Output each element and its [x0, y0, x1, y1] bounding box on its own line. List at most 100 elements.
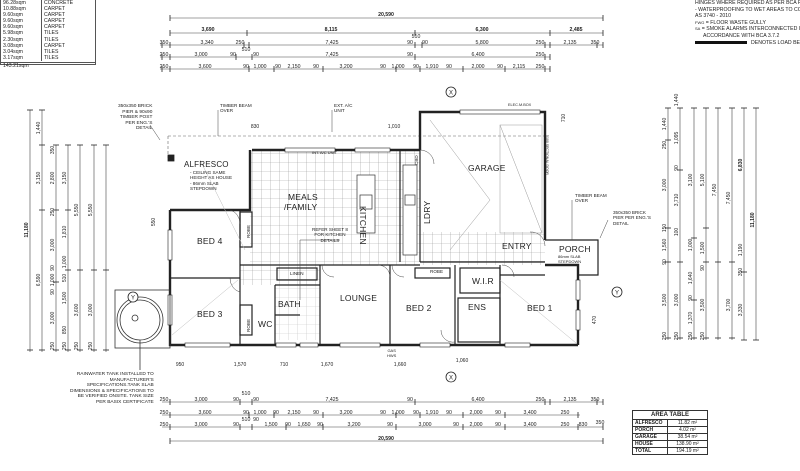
svg-text:1,000: 1,000: [50, 274, 56, 287]
svg-text:6,300: 6,300: [476, 27, 489, 33]
left-dimension-ticks: [27, 109, 109, 351]
svg-text:2,115: 2,115: [513, 64, 526, 70]
room-label-linen: LINEN: [290, 271, 304, 276]
room-label-alfresco: ALFRESCO: [184, 160, 229, 169]
kitchen-island: [356, 164, 418, 256]
svg-text:5,800: 5,800: [476, 40, 489, 46]
svg-text:1,370: 1,370: [688, 312, 694, 325]
svg-text:20,590: 20,590: [378, 436, 394, 442]
svg-text:250: 250: [160, 410, 169, 416]
room-label-wir: W.I.R: [472, 276, 494, 286]
svg-text:2,150: 2,150: [288, 410, 301, 416]
room-label-bed3: BED 3: [197, 309, 223, 319]
svg-text:2,150: 2,150: [288, 64, 301, 70]
svg-text:2,800: 2,800: [50, 172, 56, 185]
svg-text:90: 90: [253, 417, 259, 423]
svg-text:3,000: 3,000: [195, 422, 208, 428]
svg-text:90: 90: [273, 410, 279, 416]
svg-text:2,485: 2,485: [570, 27, 583, 33]
svg-text:510: 510: [62, 274, 68, 283]
section-y-label: Y: [131, 296, 135, 302]
svg-text:6,400: 6,400: [472, 397, 485, 403]
right-dimensions: [667, 108, 757, 340]
note-line: AS 3740 - 2010: [695, 13, 732, 20]
svg-text:250: 250: [160, 422, 169, 428]
svg-text:1,000: 1,000: [254, 64, 267, 70]
svg-text:5,550: 5,550: [88, 204, 94, 217]
svg-text:3,330: 3,330: [738, 304, 744, 317]
svg-text:90: 90: [387, 422, 393, 428]
finish-total: 143.21sqm: [1, 61, 95, 69]
load-bearing-wall-icon: [695, 40, 747, 44]
svg-text:7,450: 7,450: [712, 184, 718, 197]
svg-text:2,000: 2,000: [470, 422, 483, 428]
brick-pier-note-left: 350x350 BRICK PIER & 90x90 TIMBER POST P…: [118, 104, 153, 132]
room-label-bed4: BED 4: [197, 236, 223, 246]
svg-text:250: 250: [536, 52, 545, 58]
interior-walls: [170, 150, 599, 345]
door-swings: [229, 149, 546, 343]
svg-text:510: 510: [412, 34, 421, 40]
svg-text:250: 250: [236, 40, 245, 46]
svg-text:7,425: 7,425: [326, 397, 339, 403]
note-line: DENOTES LOAD BEARING WAL: [695, 40, 800, 47]
garage-car-outline: [429, 119, 543, 251]
brick-pier-note-right: 350x350 BRICK PIER PER ENG.'S DETAIL: [613, 210, 651, 226]
alfresco-note: - CEILING SAME HEIGHT AS HOUSE - 86mm SL…: [190, 170, 233, 192]
svg-text:250: 250: [674, 332, 680, 341]
svg-text:1,500: 1,500: [62, 292, 68, 305]
room-label-ens: ENS: [468, 302, 487, 312]
svg-text:6,590: 6,590: [36, 274, 42, 287]
svg-text:20,590: 20,590: [378, 12, 394, 18]
svg-text:90: 90: [50, 265, 56, 271]
svg-text:1,910: 1,910: [426, 64, 439, 70]
room-label-cbd: CBD: [414, 155, 419, 165]
svg-text:90: 90: [407, 397, 413, 403]
svg-text:1,000: 1,000: [688, 239, 694, 252]
svg-text:90: 90: [446, 64, 452, 70]
svg-text:3,400: 3,400: [524, 410, 537, 416]
alfresco-outline: [167, 135, 545, 158]
rainwater-tank: [114, 289, 171, 370]
svg-text:3,000: 3,000: [195, 52, 208, 58]
meals-family-tiles: [250, 150, 420, 265]
svg-text:90: 90: [243, 410, 249, 416]
entry-tiles: [420, 232, 545, 265]
svg-text:830: 830: [579, 422, 588, 428]
section-x-label: X: [449, 376, 453, 382]
svg-text:5,100: 5,100: [700, 174, 706, 187]
sectional-door-label: 5100 SECTIONAL DOOR: [545, 135, 549, 175]
svg-text:3,150: 3,150: [36, 172, 42, 185]
room-label-wc: WC: [258, 319, 273, 329]
room-label-lounge: LOUNGE: [340, 293, 378, 303]
top-dimensions: [160, 17, 603, 70]
svg-text:850: 850: [62, 326, 68, 335]
section-x-label: X: [449, 91, 453, 97]
svg-text:1,650: 1,650: [298, 422, 311, 428]
bottom-dimensions: [162, 401, 603, 442]
svg-text:3,000: 3,000: [88, 304, 94, 317]
top-dimension-ticks: [161, 15, 604, 72]
svg-text:3,500: 3,500: [700, 299, 706, 312]
svg-text:90: 90: [50, 289, 56, 295]
svg-text:90: 90: [407, 52, 413, 58]
svg-text:3,600: 3,600: [199, 64, 212, 70]
svg-text:90: 90: [446, 410, 452, 416]
svg-text:6,830: 6,830: [738, 159, 744, 172]
svg-text:250: 250: [688, 332, 694, 341]
svg-text:510: 510: [242, 391, 251, 397]
opening-dimension-labels: 830 1,010 710 950 1,570 710 1,670 1,660 …: [151, 114, 598, 368]
svg-text:90: 90: [495, 410, 501, 416]
top-dimension-labels: 20,590 3,690 8,115 6,300 2,485 350 3,340…: [160, 12, 600, 70]
general-notes: HINGES WHERE REQUIRED AS PER BCA PART 3.…: [695, 0, 800, 46]
svg-text:350: 350: [738, 268, 744, 277]
ext-ac-note: EXT. A/C UNIT: [334, 103, 353, 114]
svg-text:3,200: 3,200: [340, 64, 353, 70]
left-dimensions: [29, 110, 107, 352]
leader-lines: [149, 110, 609, 300]
